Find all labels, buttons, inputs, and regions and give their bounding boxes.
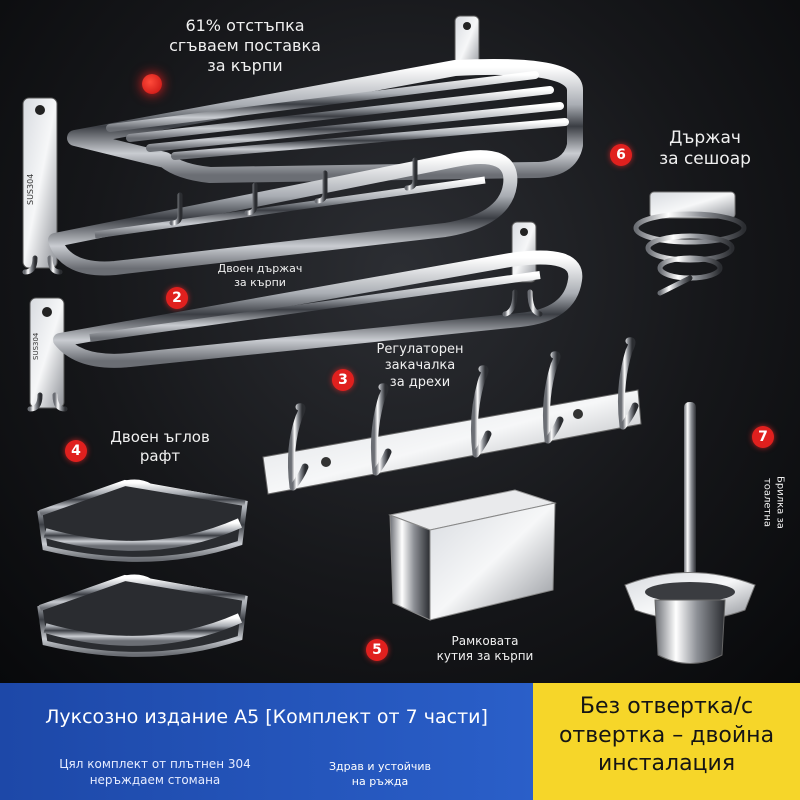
footer-install-note: Без отвертка/с отвертка – двойна инстала… <box>533 693 800 779</box>
corner-shelves-image <box>37 479 248 657</box>
item-6-number-badge: 6 <box>610 144 632 166</box>
folding-towel-rack-image: SUS304 <box>22 15 583 276</box>
footer-durability-line-2: на ръжда <box>351 774 409 788</box>
item-5-line-1: Рамковата <box>451 634 519 648</box>
item-3-line-2: закачалка <box>384 358 456 374</box>
hair-dryer-holder-image <box>633 191 747 296</box>
footer-install-line-2: отвертка – двойна <box>558 722 775 748</box>
item-3-line-3: за дрехи <box>389 374 451 390</box>
engraving-text-1: SUS304 <box>26 174 35 205</box>
item-4-line-1: Двоен ъглов <box>110 428 210 446</box>
item-3-line-1: Регулаторен <box>376 342 464 357</box>
item-6-line-1: Държач <box>669 128 741 148</box>
footer-durability-note: Здрав и устойчив на ръжда <box>300 760 460 790</box>
item-4-label: Двоен ъглов рафт <box>95 428 225 466</box>
item-4-line-2: рафт <box>139 446 181 465</box>
footer-material-line-1: Цял комплект от плътнен 304 <box>59 757 251 771</box>
promo-red-dot <box>142 74 162 94</box>
item-5-number-badge: 5 <box>366 639 388 661</box>
item-4-number-badge: 4 <box>65 440 87 462</box>
double-towel-holder-image: SUS304 <box>27 221 583 412</box>
item-7-line-1: Брилка за <box>774 476 786 529</box>
footer-material-line-2: неръждаем стомана <box>89 773 221 788</box>
item-2-number-badge: 2 <box>166 287 188 309</box>
footer-yellow-panel <box>533 683 800 800</box>
footer-durability-line-1: Здрав и устойчив <box>329 760 431 773</box>
item-7-number-badge: 7 <box>752 426 774 448</box>
item-3-label: Регулаторен закачалка за дрехи <box>360 342 480 391</box>
item-6-label: Държач за сешоар <box>640 128 770 171</box>
promo-line-3: за кърпи <box>207 56 283 75</box>
item-3-number-badge: 3 <box>332 369 354 391</box>
footer-material-note: Цял комплект от плътнен 304 неръждаем ст… <box>40 756 270 788</box>
item-7-label: Брилка за тоалетна <box>761 448 786 558</box>
footer-install-line-1: Без отвертка/с <box>579 694 754 719</box>
promo-line-1: 61% отстъпка <box>185 16 305 35</box>
footer-blue-panel <box>0 683 533 800</box>
hook-rail-image <box>262 337 642 495</box>
engraving-text-2: SUS304 <box>32 332 40 360</box>
item-2-line-1: Двоен държач <box>217 262 303 275</box>
promo-label: 61% отстъпка сгъваем поставка за кърпи <box>150 16 340 76</box>
footer-title: Луксозно издание А5 [Комплект от 7 части… <box>45 706 488 728</box>
item-5-label: Рамковата кутия за кърпи <box>415 634 555 664</box>
tissue-box-image <box>388 489 557 621</box>
item-5-line-2: кутия за кърпи <box>436 649 534 663</box>
footer-install-line-3: инсталация <box>597 751 736 777</box>
item-2-line-2: за кърпи <box>234 275 286 289</box>
item-7-line-2: тоалетна <box>762 477 773 528</box>
toilet-brush-image <box>624 402 756 664</box>
promo-line-2: сгъваем поставка <box>169 36 321 55</box>
item-2-label: Двоен държач за кърпи <box>205 262 315 290</box>
item-6-line-2: за сешоар <box>659 149 751 170</box>
